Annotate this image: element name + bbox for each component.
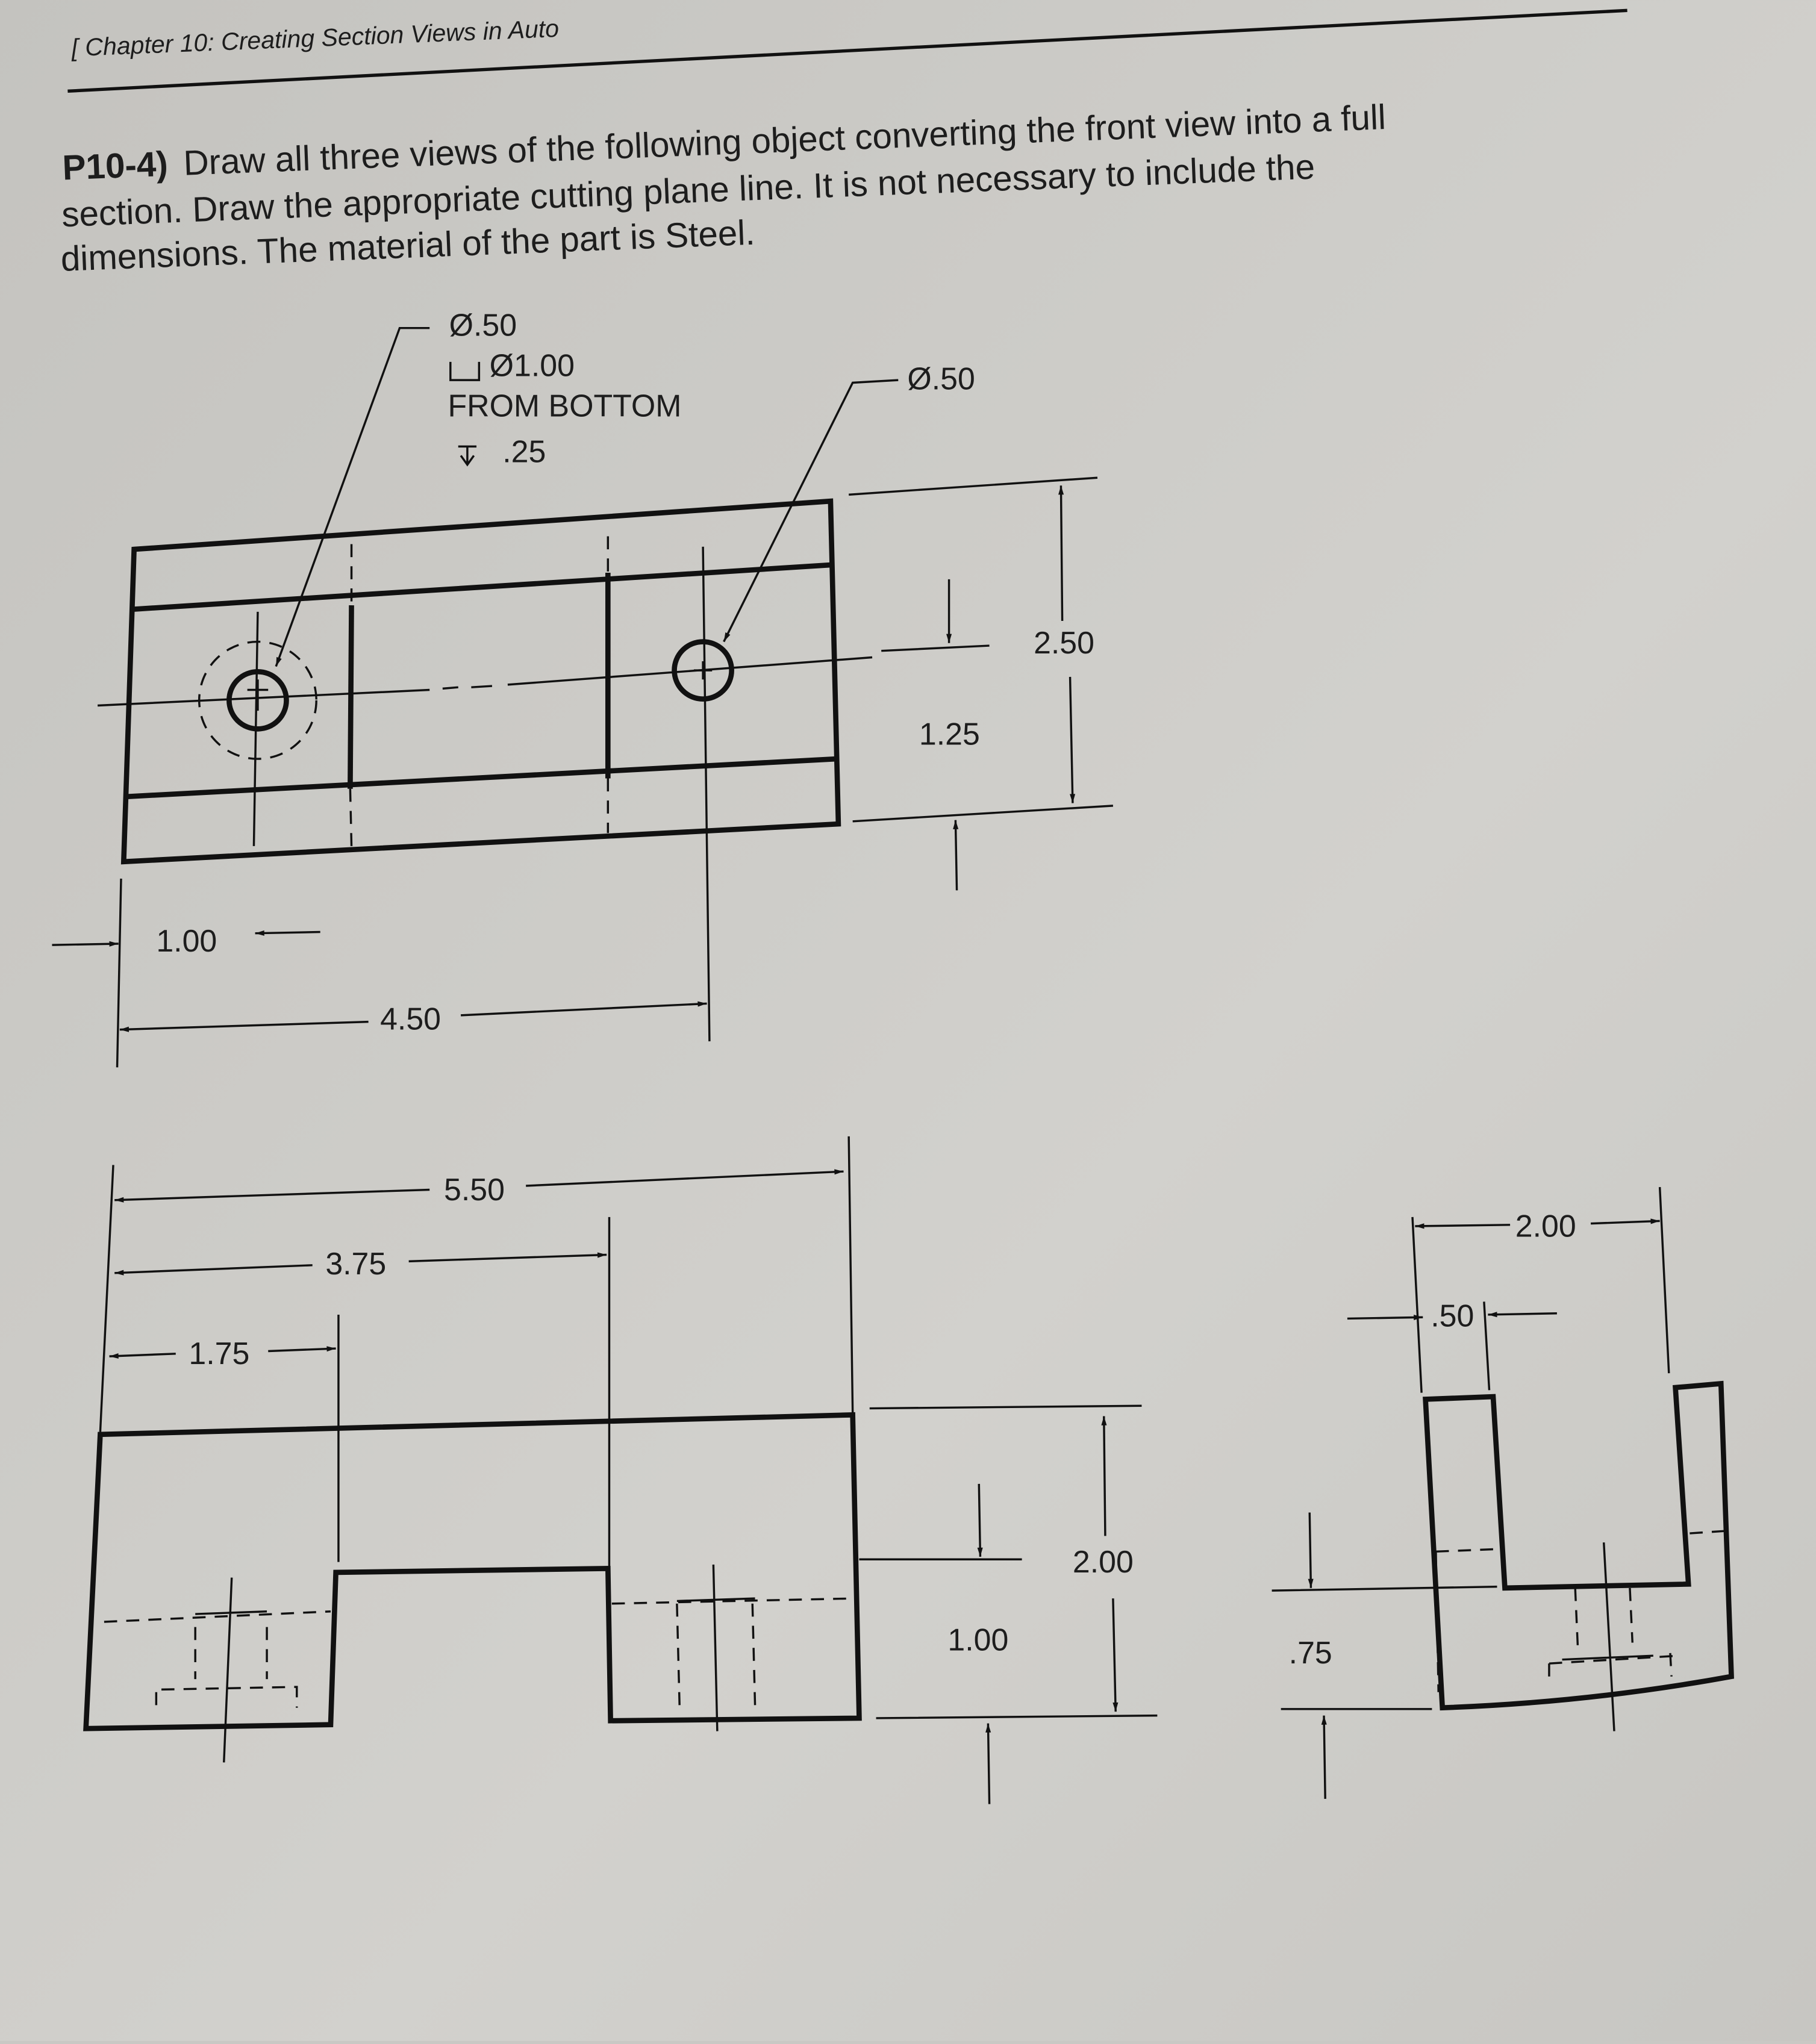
dim-front-step-height: 1.00 bbox=[947, 1622, 1008, 1657]
top-view: Ø.50 Ø1.00 FROM BOTTOM .25 Ø.50 2.50 1.2… bbox=[52, 308, 1114, 1068]
dim-front-step-right: 3.75 bbox=[325, 1246, 386, 1281]
front-view: 5.50 3.75 1.75 2.00 1.00 bbox=[83, 1136, 1158, 1804]
side-view: 2.00 .50 .75 bbox=[1272, 1187, 1734, 1799]
dim-top-hole-right-x: 4.50 bbox=[380, 1002, 441, 1036]
problem-number: P10-4) bbox=[61, 145, 168, 188]
callout-left-depth: .25 bbox=[502, 434, 546, 469]
dim-side-width-total: 2.00 bbox=[1515, 1208, 1576, 1243]
dim-top-height-total: 2.50 bbox=[1034, 625, 1094, 660]
dim-top-hole-y: 1.25 bbox=[919, 716, 980, 751]
dim-side-base: .75 bbox=[1289, 1635, 1332, 1670]
callout-right-diameter: Ø.50 bbox=[907, 361, 975, 396]
dim-front-width-total: 5.50 bbox=[444, 1172, 505, 1207]
dim-front-height-total: 2.00 bbox=[1073, 1544, 1134, 1579]
header-rule bbox=[67, 8, 1627, 93]
callout-left-counterbore: Ø1.00 bbox=[490, 348, 575, 383]
dim-top-hole-left-x: 1.00 bbox=[156, 923, 217, 958]
callout-left-from-bottom: FROM BOTTOM bbox=[448, 388, 681, 423]
callout-left-diameter: Ø.50 bbox=[449, 308, 517, 343]
dim-side-wall: .50 bbox=[1431, 1298, 1474, 1333]
depth-icon bbox=[458, 445, 477, 467]
dim-front-step-left: 1.75 bbox=[189, 1336, 249, 1371]
